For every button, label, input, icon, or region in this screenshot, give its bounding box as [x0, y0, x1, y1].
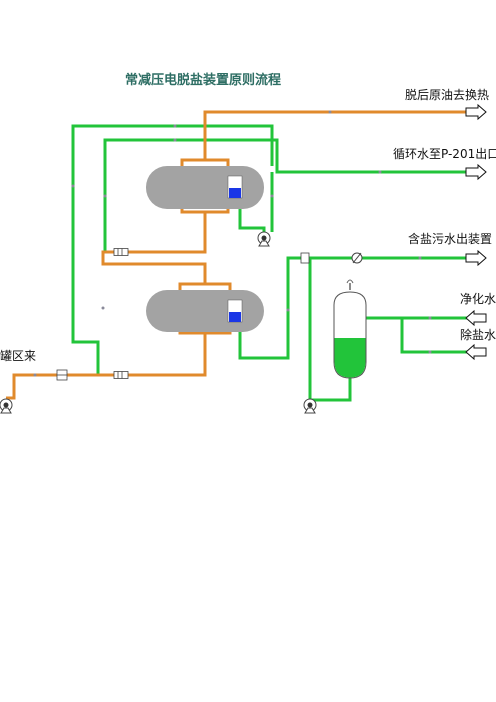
label-outlet-salt-water: 含盐污水出装置 — [408, 231, 492, 246]
water-pipe-outer-loop — [71, 124, 274, 375]
outline-right-arrow-icon — [465, 104, 487, 120]
static-mixer-icon — [113, 371, 129, 379]
label-inlet-tank-area: 罐区来 — [0, 349, 36, 363]
static-mixer-icon — [113, 248, 129, 256]
water-separator-tank — [333, 279, 367, 379]
water-pipe-separator-loop — [308, 258, 352, 402]
pump-icon — [0, 398, 13, 414]
water-pipe-separator-inlets — [366, 316, 470, 354]
pump-icon — [257, 231, 271, 247]
separator-liquid — [334, 338, 366, 378]
electrode-fill-2 — [229, 312, 241, 322]
oil-pipe-v1-bottom — [180, 208, 230, 214]
label-inlet-desalted-water: 除盐水 — [460, 327, 496, 342]
oil-pipes — [6, 110, 470, 400]
electrode-fill-1 — [229, 188, 241, 198]
label-outlet-circulating-water: 循环水至P-201出口 — [393, 147, 496, 161]
label-inlet-purified-water: 净化水 — [460, 292, 496, 306]
desalter-vessel-1 — [146, 166, 264, 209]
water-pipe-inner-frame — [103, 138, 470, 252]
flow-markers — [33, 110, 432, 377]
filter-icon — [300, 252, 310, 264]
oil-pipe-inlet — [6, 333, 207, 400]
valve-icon — [351, 252, 363, 264]
water-pipes — [71, 124, 470, 402]
label-outlet-crude: 脱后原油去换热 — [405, 87, 489, 102]
filter-icon — [56, 369, 68, 381]
outline-right-arrow-icon — [465, 250, 487, 266]
outline-left-arrow-icon — [465, 310, 487, 326]
oil-pipe-v1-top — [180, 110, 470, 168]
diagram-title: 常减压电脱盐装置原则流程 — [125, 72, 281, 88]
outline-left-arrow-icon — [465, 344, 487, 360]
desalter-vessel-2 — [146, 290, 264, 332]
oil-pipe-v2-top — [101, 212, 232, 290]
water-pipe-vessel2-outlet — [238, 256, 305, 360]
outline-right-arrow-icon — [465, 164, 487, 180]
pump-icon — [303, 398, 317, 414]
